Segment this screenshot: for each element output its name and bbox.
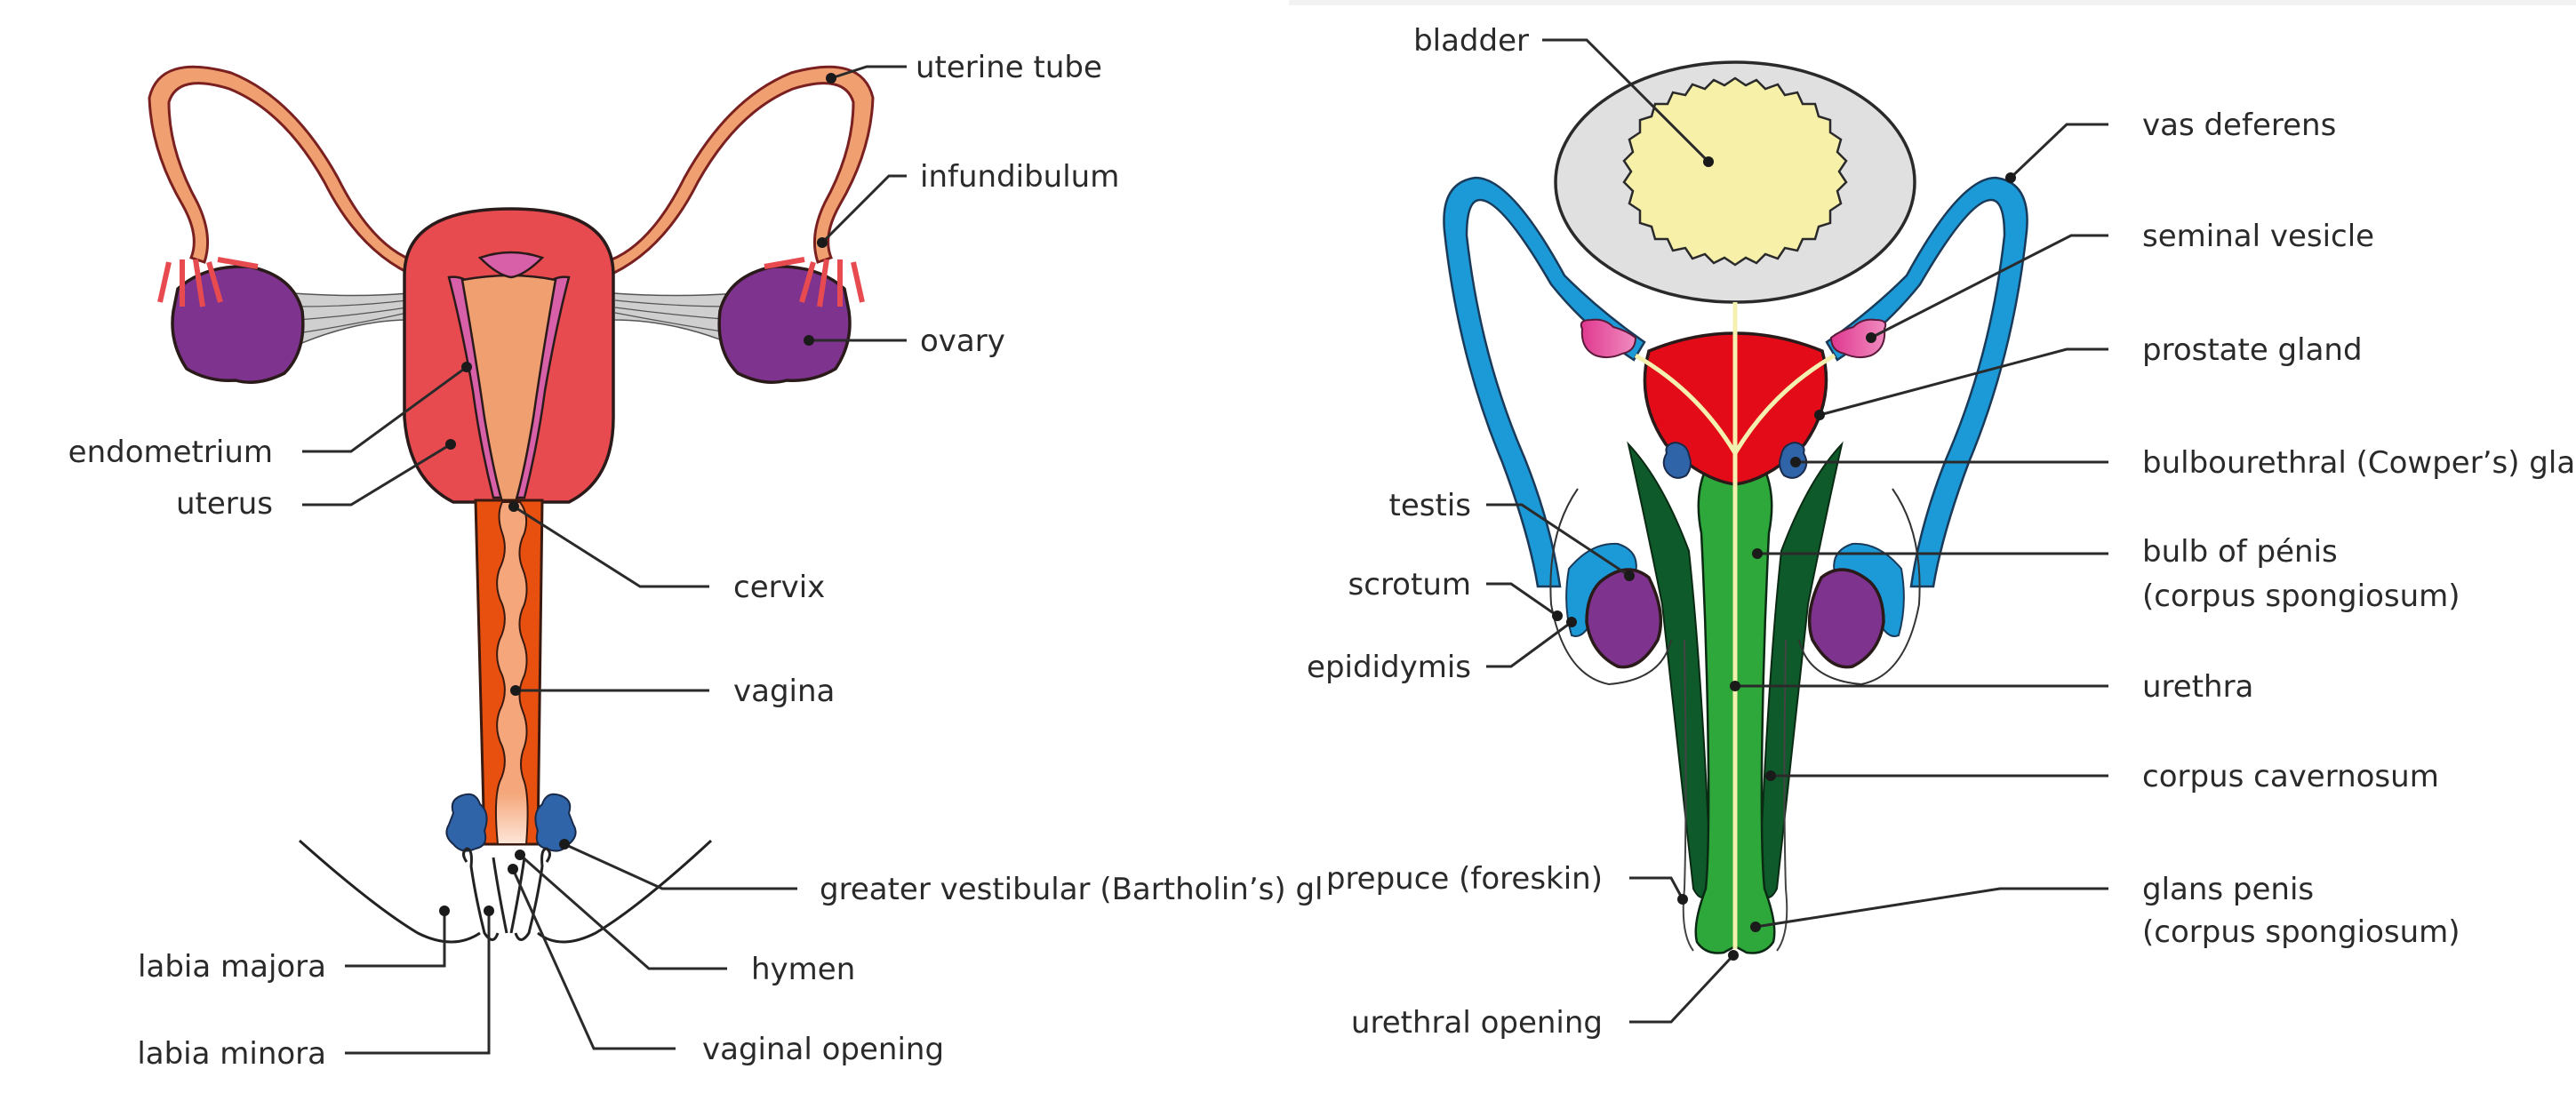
label-infundibulum: infundibulum — [920, 159, 1119, 195]
label-hymen: hymen — [751, 952, 855, 987]
uterine-tube-right — [603, 65, 875, 280]
female-leader-lines — [302, 65, 907, 1055]
labia-minora-outline — [462, 847, 551, 941]
label-endometrium: endometrium — [68, 435, 273, 470]
label-prostate-gland: prostate gland — [2142, 332, 2363, 368]
fimbriae-left — [157, 257, 259, 307]
bulbourethral-gland-left — [1662, 441, 1692, 479]
label-ovary: ovary — [920, 323, 1005, 359]
uterine-cavity — [460, 274, 557, 504]
bladder-lumen — [1622, 76, 1848, 267]
label-greater-vestibular-gland: greater vestibular (Bartholin’s) gl — [820, 872, 1323, 907]
label-uterus: uterus — [176, 486, 273, 522]
seminal-vesicle-left — [1580, 318, 1637, 359]
label-vagina: vagina — [733, 674, 835, 709]
label-labia-minora: labia minora — [137, 1036, 326, 1072]
female-reproductive-system: uterine tube infundibulum ovary endometr… — [68, 50, 1324, 1072]
label-epididymis: epididymis — [1307, 650, 1471, 685]
label-vaginal-opening: vaginal opening — [702, 1032, 944, 1067]
label-scrotum: scrotum — [1348, 567, 1471, 602]
seminal-vesicle-right — [1829, 318, 1887, 359]
label-vas-deferens: vas deferens — [2142, 108, 2336, 143]
label-bulbourethral-gland: bulbourethral (Cowper’s) gland — [2142, 445, 2576, 481]
ovary-right — [717, 265, 852, 384]
label-glans-penis: glans penis — [2142, 872, 2314, 907]
ejaculatory-ducts — [1634, 353, 1836, 455]
male-leader-lines — [1486, 38, 2108, 1024]
testis-right — [1807, 568, 1885, 669]
vas-deferens-left — [1443, 176, 1646, 588]
label-corpus-cavernosum: corpus cavernosum — [2142, 759, 2439, 794]
label-labia-majora: labia majora — [138, 949, 326, 985]
label-cervix: cervix — [733, 570, 825, 605]
bartholin-gland-left — [445, 793, 488, 852]
fundus-cavity — [477, 251, 545, 279]
label-bulb-of-penis: bulb of pénis — [2142, 534, 2338, 570]
ovary-left — [171, 265, 305, 384]
vas-deferens-right — [1825, 176, 2028, 588]
male-reproductive-system: bladder vas deferens seminal vesicle pro… — [1307, 23, 2576, 1041]
top-edge-band — [1289, 0, 2576, 5]
label-testis: testis — [1389, 488, 1471, 523]
scrotum-right — [1798, 488, 1921, 686]
label-urethral-opening: urethral opening — [1351, 1005, 1603, 1041]
label-bladder: bladder — [1413, 23, 1529, 59]
vagina-lumen — [494, 501, 529, 845]
label-seminal-vesicle: seminal vesicle — [2142, 219, 2374, 254]
label-uterine-tube: uterine tube — [916, 50, 1102, 85]
label-urethra: urethra — [2142, 669, 2253, 705]
uterine-tube-left — [148, 65, 420, 280]
bartholin-gland-right — [534, 793, 577, 852]
label-prepuce: prepuce (foreskin) — [1326, 861, 1603, 897]
penis-skin-outline — [1682, 639, 1788, 952]
label-bulb-of-penis-sub: (corpus spongiosum) — [2142, 578, 2460, 614]
scrotum-left — [1549, 488, 1672, 686]
ovarian-ligament-left — [292, 292, 410, 348]
testis-left — [1585, 568, 1663, 669]
label-glans-penis-sub: (corpus spongiosum) — [2142, 914, 2460, 950]
fimbriae-right — [764, 257, 865, 307]
